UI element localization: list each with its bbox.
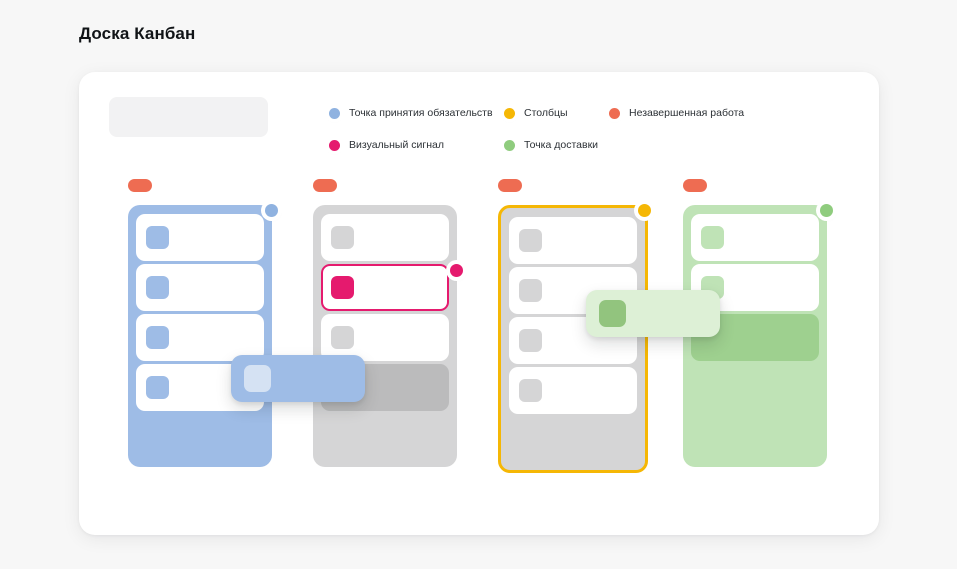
legend-item-visual-signal[interactable]: Визуальный сигнал [329,132,504,158]
legend-label: Столбцы [524,106,568,119]
card-chip-icon [146,276,169,299]
column-header-pill-icon [313,179,337,192]
card[interactable] [691,214,819,261]
toolbar-placeholder [109,97,268,137]
drag-card-blue[interactable] [231,355,365,402]
legend-dot-pink-icon [329,139,340,151]
card-chip-icon [331,276,354,299]
legend-row: Визуальный сигнал Точка доставки [329,132,849,158]
legend-dot-yellow-icon [504,107,515,119]
card-chip-icon [519,229,542,252]
legend-item-delivery-point[interactable]: Точка доставки [504,132,609,158]
card[interactable] [321,314,449,361]
card[interactable] [321,214,449,261]
legend-item-work-in-progress[interactable]: Незавершенная работа [609,100,809,126]
card[interactable] [136,314,264,361]
column-badge-delivery-icon [820,204,833,217]
drag-card-chip-icon [244,365,271,392]
drag-card-chip-icon [599,300,626,327]
card-chip-icon [519,329,542,352]
card[interactable] [136,214,264,261]
column-header [313,178,443,192]
drag-card-green[interactable] [586,290,720,337]
legend-dot-coral-icon [609,107,620,119]
legend-row: Точка принятия обязательств Столбцы Неза… [329,100,849,126]
legend-item-columns[interactable]: Столбцы [504,100,609,126]
page-title: Доска Канбан [79,24,196,43]
legend-item-commitment-point[interactable]: Точка принятия обязательств [329,100,504,126]
card-chip-icon [331,326,354,349]
card[interactable] [136,264,264,311]
column-body[interactable] [498,205,648,473]
legend-label: Визуальный сигнал [349,138,444,151]
column-badge-commitment-icon [265,204,278,217]
legend-label: Незавершенная работа [629,106,745,119]
card-badge-visual-signal-icon [450,264,463,277]
column-header [683,178,813,192]
card[interactable] [691,264,819,311]
legend-dot-green-icon [504,139,515,151]
card-chip-icon [331,226,354,249]
legend-label: Точка доставки [524,138,599,151]
column-header-pill-icon [683,179,707,192]
column-header [498,178,628,192]
card-chip-icon [146,226,169,249]
column-body[interactable] [683,205,827,467]
legend-dot-blue-icon [329,107,340,119]
column-badge-columns-icon [638,204,651,217]
kanban-panel: Точка принятия обязательств Столбцы Неза… [79,72,879,535]
card-chip-icon [519,279,542,302]
card[interactable] [509,367,637,414]
column-body[interactable] [128,205,272,467]
card-chip-icon [146,376,169,399]
column-header-pill-icon [498,179,522,192]
card-chip-icon [701,226,724,249]
card-highlighted[interactable] [321,264,449,311]
legend-label: Точка принятия обязательств [349,106,493,119]
card[interactable] [509,217,637,264]
column-body[interactable] [313,205,457,467]
card-chip-icon [146,326,169,349]
column-header-pill-icon [128,179,152,192]
kanban-board [79,72,879,535]
legend: Точка принятия обязательств Столбцы Неза… [329,100,849,158]
card-chip-icon [519,379,542,402]
column-header [128,178,258,192]
